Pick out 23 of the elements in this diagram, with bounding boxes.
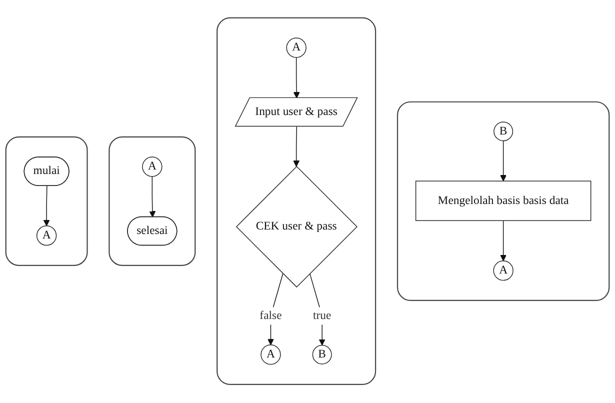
cluster	[5, 136, 88, 266]
node-circle: A	[142, 157, 162, 178]
node-circle: B	[312, 345, 332, 365]
arrow	[293, 126, 300, 168]
node-circle: A	[286, 38, 306, 58]
arrow	[500, 220, 507, 262]
edge-label: true	[312, 310, 332, 322]
node-box: Mengelolah basis basis data	[415, 181, 592, 222]
cluster	[396, 102, 610, 302]
node-circle: B	[494, 122, 514, 142]
cluster	[108, 136, 196, 266]
node-circle: A	[36, 226, 57, 246]
arrow	[43, 186, 50, 226]
arrow	[268, 274, 284, 346]
node-circle: A	[493, 260, 514, 282]
node-circle: A	[260, 344, 281, 366]
arrow	[309, 274, 326, 346]
arrow	[293, 57, 300, 99]
arrow	[149, 176, 156, 218]
arrow	[500, 140, 507, 182]
node-diamond: CEK user & pass	[236, 166, 358, 288]
cluster	[216, 18, 376, 386]
edge-label: false	[260, 310, 282, 322]
